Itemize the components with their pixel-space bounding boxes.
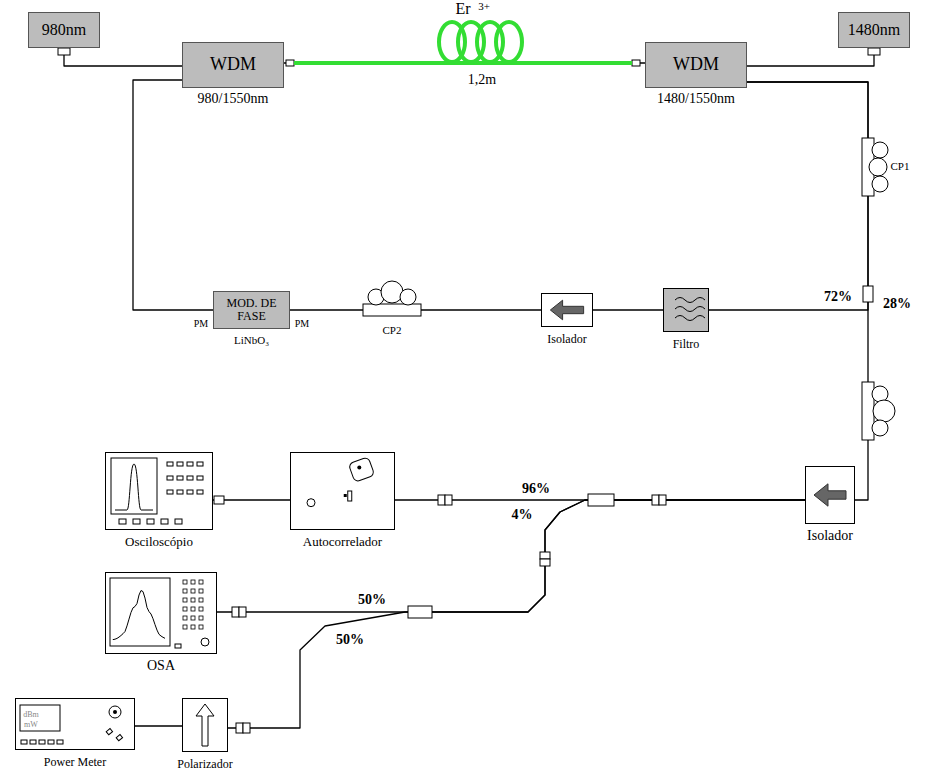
device-box: 1480nm	[838, 12, 910, 48]
part-label: Isolador	[807, 528, 853, 544]
part-label: Polarizador	[177, 758, 232, 771]
component-box: Isolador	[541, 293, 593, 327]
annotation-label: dBm	[23, 711, 39, 720]
fiber-connector	[214, 495, 666, 733]
part-label: 1480/1550nm	[657, 91, 735, 107]
part-label: LiNbO₃	[234, 334, 269, 347]
optical-fiber	[747, 48, 874, 66]
device-box: 980nm	[28, 12, 100, 48]
component-box: Polarizador	[182, 698, 228, 752]
box-label: WDM	[673, 55, 719, 75]
device-box: MOD. DE FASELiNbO₃	[213, 291, 290, 329]
optical-fiber	[284, 63, 645, 64]
device-box: WDM980/1550nm	[182, 42, 284, 88]
box-label: 980nm	[42, 21, 86, 39]
erbium-fiber	[286, 22, 640, 66]
device-box: WDM1480/1550nm	[645, 42, 747, 88]
optical-fiber	[135, 726, 182, 727]
part-label: OSA	[147, 658, 175, 674]
annotation-label: 1,2m	[468, 72, 496, 87]
part-label: Filtro	[673, 338, 700, 352]
box-label: WDM	[210, 55, 256, 75]
part-label: Autocorrelador	[303, 535, 382, 550]
annotation-label: 50%	[336, 632, 364, 647]
annotation-label: 50%	[358, 592, 386, 607]
polarization-controller	[862, 138, 888, 196]
annotation-label: CP1	[891, 160, 910, 172]
annotation-label: PM	[194, 318, 208, 329]
annotation-label: 4%	[512, 507, 533, 522]
optical-fiber	[64, 48, 182, 66]
component-box: Autocorrelador	[290, 452, 395, 530]
annotation-label: Er	[455, 0, 470, 18]
component-box: Osciloscópio	[105, 452, 213, 530]
annotation-label: PM	[295, 318, 309, 329]
optical-fiber	[593, 310, 663, 311]
polarization-controller	[363, 281, 421, 316]
annotation-label: 72%	[824, 289, 852, 304]
part-label: Osciloscópio	[125, 535, 193, 550]
optical-fiber	[213, 500, 290, 501]
optical-fiber	[133, 80, 213, 310]
component-box: OSA	[105, 572, 217, 654]
annotation-label: CP2	[383, 324, 402, 336]
annotation-label: 96%	[522, 481, 550, 496]
component-box: Isolador	[805, 466, 855, 524]
annotation-label: 3+	[478, 0, 490, 12]
box-label: 1480nm	[848, 21, 900, 39]
box-label: MOD. DE FASE	[222, 297, 281, 323]
part-label: Power Meter	[44, 756, 106, 770]
component-box: Filtro	[663, 288, 709, 332]
annotation-label: 28%	[883, 296, 911, 311]
optical-fiber	[228, 500, 805, 728]
optical-fiber	[709, 82, 868, 310]
polarization-controller	[862, 382, 895, 440]
part-label: 980/1550nm	[198, 91, 269, 107]
part-label: Isolador	[547, 333, 586, 347]
optical-fiber	[747, 82, 868, 500]
annotation-label: mW	[24, 721, 38, 730]
